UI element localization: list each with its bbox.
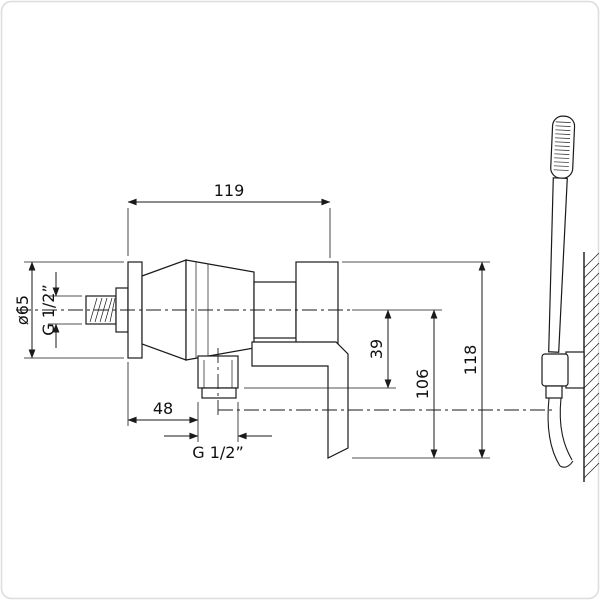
dimension-center-to-lever-bottom: 106 bbox=[352, 309, 490, 459]
wall-hatching bbox=[583, 252, 600, 479]
dim-label-39: 39 bbox=[367, 339, 386, 359]
shower-holder bbox=[541, 351, 585, 399]
dimension-total-height: 118 bbox=[342, 261, 490, 459]
dim-label-106: 106 bbox=[413, 369, 432, 400]
handle-lever bbox=[251, 341, 349, 459]
inlet-stub bbox=[85, 295, 117, 325]
holder-clamp bbox=[541, 353, 569, 387]
holder-wall-bracket bbox=[565, 351, 585, 389]
hand-shower-assembly bbox=[541, 115, 600, 482]
faucet-body bbox=[85, 259, 349, 459]
hose-nut bbox=[545, 385, 563, 399]
outlet-nut bbox=[201, 387, 237, 399]
dimension-outlet-offset: 48 bbox=[127, 362, 199, 442]
dim-label-119: 119 bbox=[214, 181, 245, 200]
handshower-wand bbox=[548, 115, 576, 353]
shower-head bbox=[550, 115, 576, 179]
dimension-top-width: 119 bbox=[127, 181, 331, 258]
dim-label-118: 118 bbox=[461, 345, 480, 376]
dimension-flange-diameter: ø65 bbox=[13, 261, 124, 359]
dim-label-inlet-thread: G 1/2” bbox=[39, 284, 58, 336]
dim-label-outlet-thread: G 1/2” bbox=[192, 443, 244, 462]
dimension-center-to-outlet: 39 bbox=[244, 309, 442, 389]
shower-handle bbox=[548, 177, 568, 353]
dimension-inlet-thread: G 1/2” bbox=[39, 272, 82, 348]
shower-face-hatching bbox=[553, 121, 571, 171]
dimension-outlet-thread: G 1/2” bbox=[164, 402, 272, 462]
dim-label-flange-diameter: ø65 bbox=[13, 295, 32, 325]
outlet-thread-lines bbox=[203, 360, 233, 388]
dim-label-48: 48 bbox=[153, 399, 173, 418]
centerlines bbox=[16, 309, 556, 416]
shower-hose bbox=[547, 397, 574, 468]
